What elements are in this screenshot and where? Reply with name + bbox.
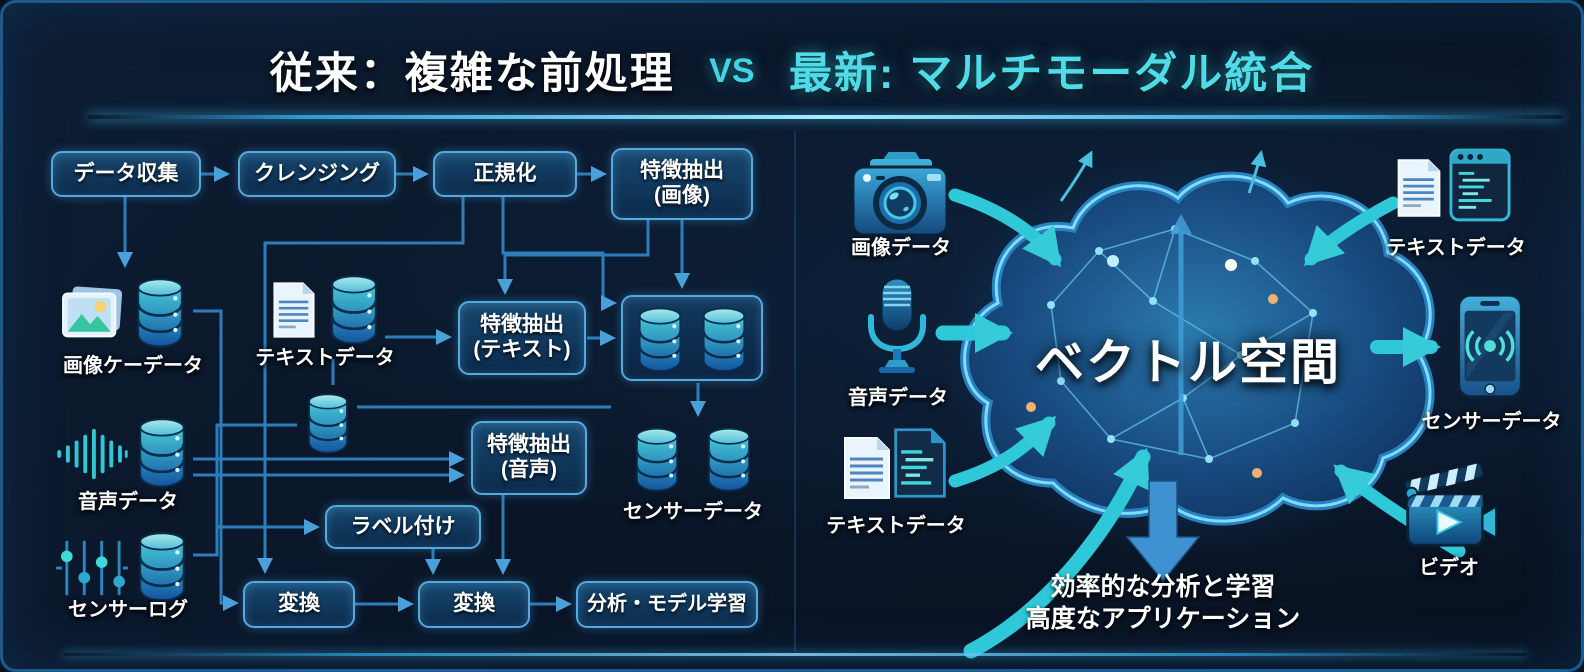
page-title: 従来：複雑な前処理 VS 最新: マルチモーダル統合 [3,39,1581,101]
smartphone-icon [1445,293,1535,399]
flow-box-feature-extraction-image: 特徴抽出 (画像) [611,148,753,220]
database-icon [325,269,383,347]
database-icon [701,423,757,493]
flow-box-analysis-model-training: 分析・モデル学習 [576,581,758,628]
output-text-line1: 効率的な分析と学習 [1050,573,1276,601]
network-nodes [1026,225,1317,478]
video-label: ビデオ [1419,557,1479,579]
text-data-right-label: テキストデータ [1386,237,1526,259]
document-icon [269,279,319,341]
database-icon [133,527,191,603]
database-icon [301,389,355,455]
flow-box-feature-extraction-text: 特徴抽出 (テキスト) [458,301,586,375]
sliders-icon [55,537,129,599]
title-modern: 最新: マルチモーダル統合 [788,50,1315,98]
small-arrows [1059,150,1267,202]
database-icon [131,273,189,349]
feature-store-box [621,295,763,381]
document-icon [1393,155,1445,221]
flow-box-normalization: 正規化 [433,151,577,197]
audio-data-label: 音声データ [848,387,948,409]
connector-layer [117,131,1466,659]
flow-box-cleansing: クレンジング [238,151,396,197]
flow-box-transform-1: 変換 [243,581,355,628]
network-links [1050,228,1314,460]
code-window-icon [1449,147,1511,223]
microphone-icon [857,275,937,375]
cloud-output-arrow [1125,480,1201,583]
sensor-data-db-label: センサーデータ [623,501,763,523]
flow-box-data-collection: データ収集 [51,151,201,197]
waveform-icon [55,427,129,481]
camera-icon [848,145,952,241]
database-icon [633,302,687,374]
flow-box-labeling: ラベル付け [325,505,481,549]
sensor-log-label: センサーログ [68,599,188,621]
title-vs: VS [709,52,755,90]
title-traditional: 従来：複雑な前処理 [269,50,675,98]
left-flow-lines [117,166,706,612]
sensor-data-label: センサーデータ [1421,411,1562,433]
text-data-left-label: テキストデータ [826,515,966,537]
flow-box-feature-extraction-audio: 特徴抽出 (音声) [471,421,587,495]
database-icon [697,302,751,374]
flow-box-transform-2: 変換 [418,581,530,628]
audio-source-label: 音声データ [78,491,178,513]
image-source-label: 画像ケーデータ [63,355,203,377]
photo-icon [59,285,125,343]
code-document-icon [889,425,951,501]
output-text-line2: 高度なアプリケーション [1025,605,1301,633]
video-clapper-icon [1399,455,1499,551]
vector-space-label: ベクトル空間 [1034,336,1341,390]
document-icon [839,433,895,503]
image-data-label: 画像データ [851,237,951,259]
bottom-edge-glow [63,653,1527,656]
database-icon [133,413,191,489]
title-underline-glow [88,115,1563,119]
text-source-label: テキストデータ [255,347,395,369]
database-icon [629,423,685,493]
